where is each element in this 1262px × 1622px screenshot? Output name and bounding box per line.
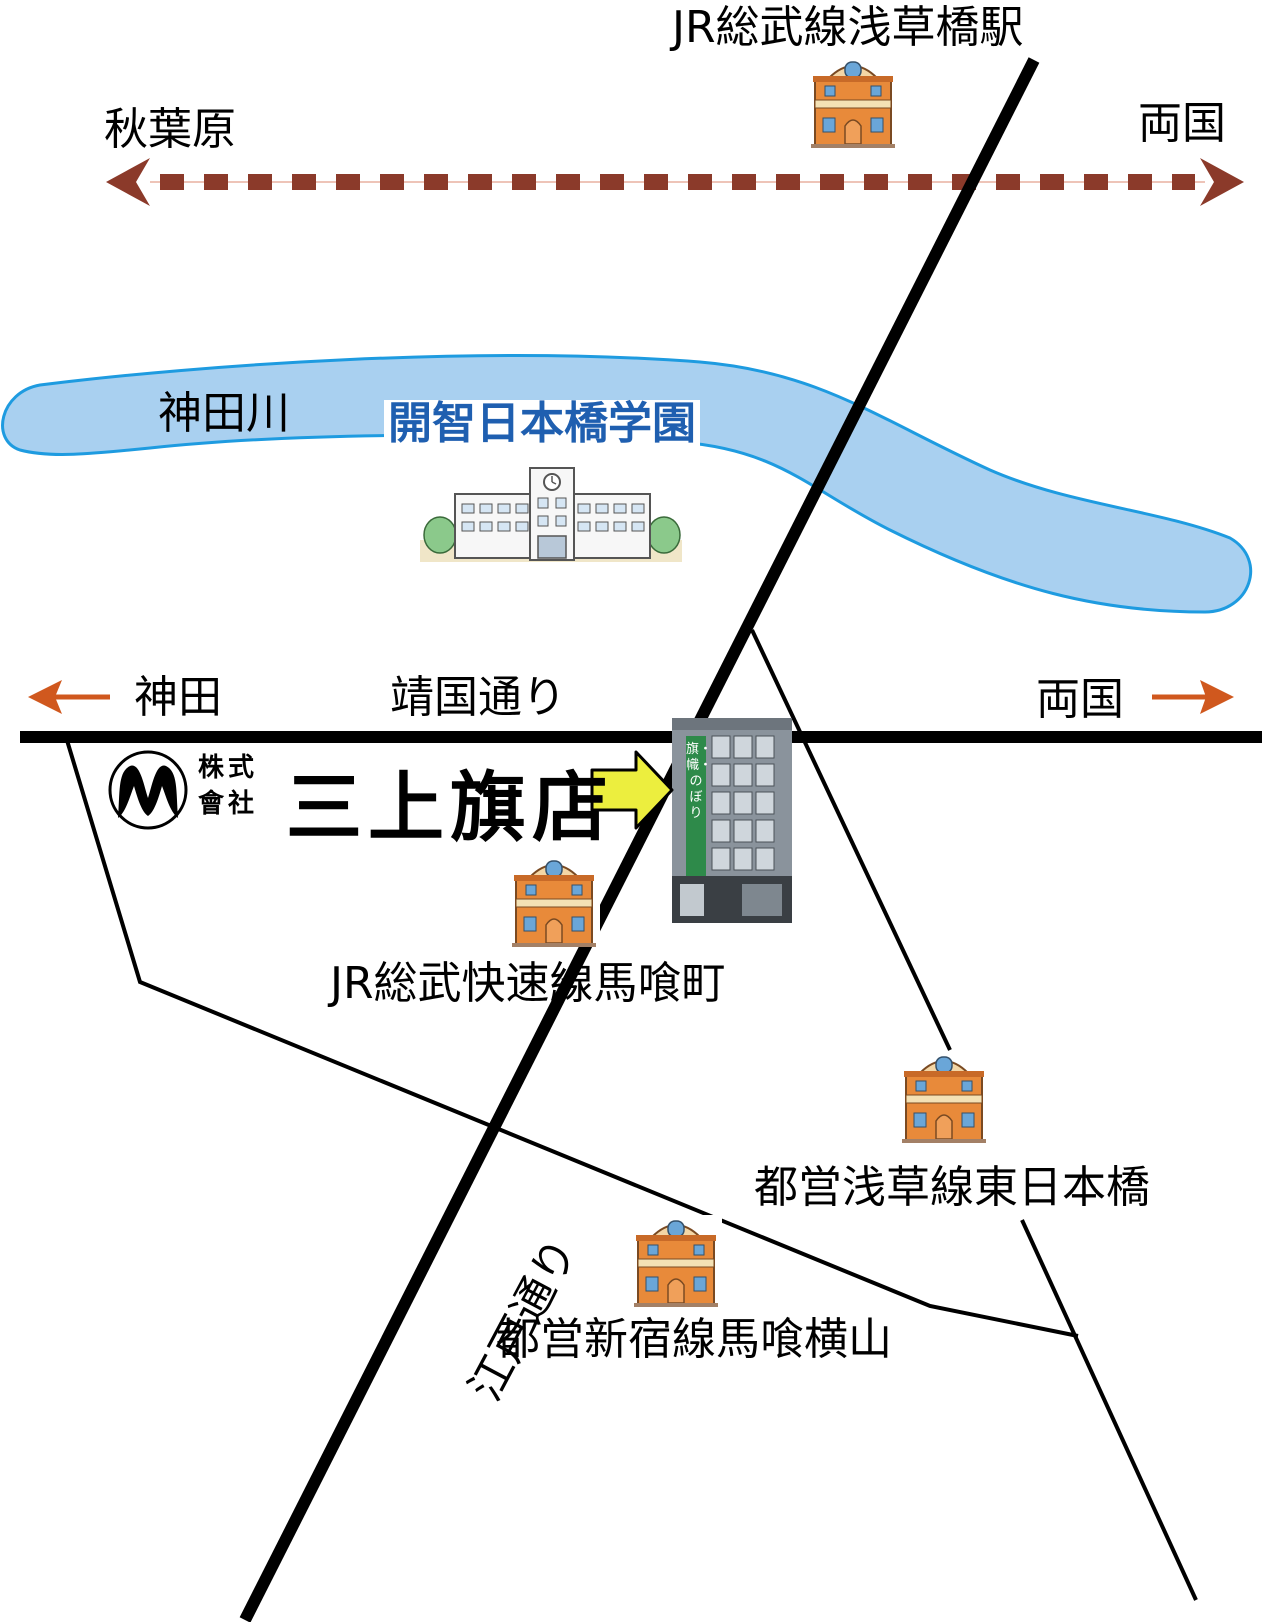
label-akihabara: 秋葉原 xyxy=(104,104,236,155)
label-station-bakuroyokoyama: 都営新宿線馬喰横山 xyxy=(496,1314,892,1365)
arrow-left-kanda xyxy=(28,680,110,714)
label-station-higashinihombashi: 都営浅草線東日本橋 xyxy=(754,1162,1150,1213)
company-prefix-line2: 會社 xyxy=(198,789,259,819)
pointer-arrow xyxy=(590,750,674,830)
sobu-rapid-line-track xyxy=(239,57,1040,1622)
station-icon-bakuroyokoyama xyxy=(629,1214,723,1308)
station-icon-higashinihombashi xyxy=(897,1050,991,1144)
company-prefix-line1: 株式 xyxy=(198,753,259,783)
school-building-icon xyxy=(420,467,682,562)
side-street-east-lower xyxy=(1020,1219,1198,1601)
station-icon-bakurocho xyxy=(507,854,601,948)
building-banner xyxy=(686,736,706,876)
arrow-left-akihabara xyxy=(106,158,150,206)
label-kandagawa: 神田川 xyxy=(158,388,290,439)
label-station-bakurocho: JR総武快速線馬喰町 xyxy=(330,958,726,1009)
label-station-asakusabashi: JR総武線浅草橋駅 xyxy=(672,2,1024,53)
side-street-west xyxy=(64,736,1079,1338)
company-logo-mark xyxy=(108,750,188,830)
company-name: 三上旗店 xyxy=(286,763,614,852)
kanda-river xyxy=(1,354,1252,614)
label-yasukuni-dori: 靖国通り xyxy=(390,672,566,723)
label-kanda: 神田 xyxy=(134,672,222,723)
building-sign-text: 旗・幟・のぼり xyxy=(686,742,713,821)
station-icon-asakusabashi xyxy=(806,55,900,149)
company-building-photo xyxy=(672,718,792,923)
label-ryogoku-road: 両国 xyxy=(1036,674,1124,725)
label-ryogoku-top: 両国 xyxy=(1138,98,1226,149)
arrow-right-ryogoku xyxy=(1200,158,1244,206)
arrow-right-ryogoku-road xyxy=(1152,680,1234,714)
label-school: 開智日本橋学園 xyxy=(384,400,700,448)
side-street-east-upper xyxy=(750,629,952,1051)
